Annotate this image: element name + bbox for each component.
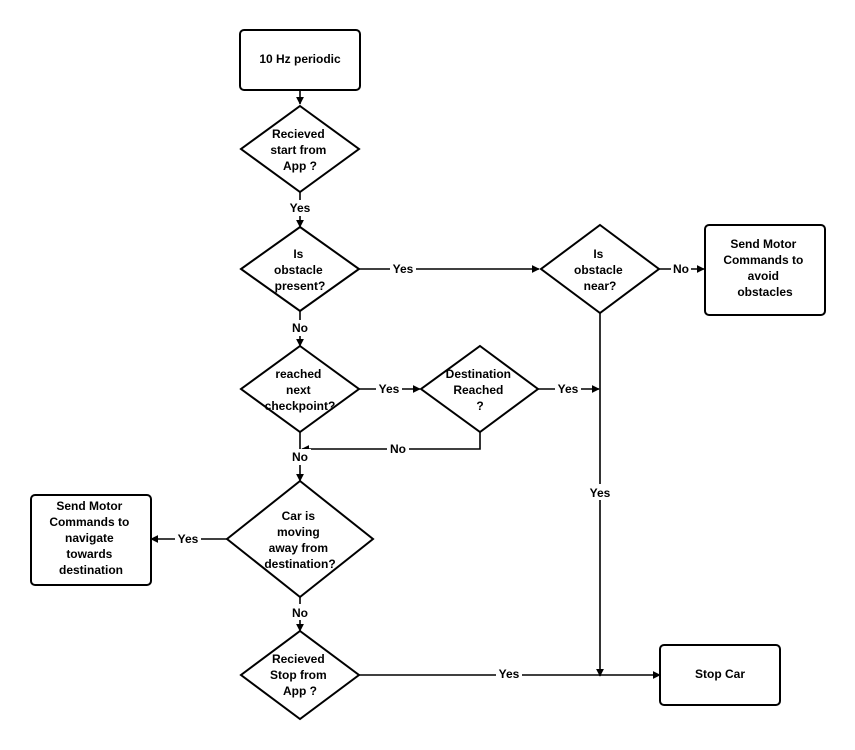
decision-destination-reached-label: Destination Reached ? bbox=[446, 367, 515, 413]
decision-obstacle-near: Is obstacle near? bbox=[539, 223, 661, 315]
decision-stop-app: Recieved Stop from App ? bbox=[239, 629, 361, 721]
edge-labels: Yes Yes No No Yes Yes No No Yes Yes No Y… bbox=[175, 200, 691, 682]
decision-checkpoint: reached next checkpoint? bbox=[239, 344, 361, 434]
decision-obstacle-present: Is obstacle present? bbox=[239, 225, 361, 313]
node-stop-car: Stop Car bbox=[659, 644, 781, 706]
decision-obstacle-near-label: Is obstacle near? bbox=[574, 247, 626, 293]
decision-moving-away: Car is moving away from destination? bbox=[225, 479, 375, 599]
node-stop-car-label: Stop Car bbox=[695, 667, 745, 681]
edge-label-moving-away-yes: Yes bbox=[178, 532, 199, 546]
decision-obstacle-present-label: Is obstacle present? bbox=[274, 247, 326, 293]
decision-moving-away-label: Car is moving away from destination? bbox=[264, 509, 335, 571]
edge-label-dest-reached-yes: Yes bbox=[558, 382, 579, 396]
node-avoid-obstacles: Send Motor Commands to avoid obstacles bbox=[704, 224, 826, 316]
edge-label-dest-reached-no: No bbox=[390, 442, 406, 456]
edge-label-checkpoint-yes: Yes bbox=[379, 382, 400, 396]
edge-label-obstacle-near-no: No bbox=[673, 262, 689, 276]
node-start: 10 Hz periodic bbox=[239, 29, 361, 91]
decision-start-app: Recieved start from App ? bbox=[239, 104, 361, 194]
edge-label-moving-away-no: No bbox=[292, 606, 308, 620]
edge-label-start-app-yes: Yes bbox=[290, 201, 311, 215]
edge-label-obstacle-present-no: No bbox=[292, 321, 308, 335]
node-avoid-obstacles-label: Send Motor Commands to avoid obstacles bbox=[723, 237, 806, 299]
edge-label-obstacle-present-yes: Yes bbox=[393, 262, 414, 276]
decision-stop-app-label: Recieved Stop from App ? bbox=[270, 652, 330, 698]
edge-label-near-to-stop-yes: Yes bbox=[590, 486, 611, 500]
decision-start-app-label: Recieved start from App ? bbox=[270, 127, 329, 173]
decision-destination-reached: Destination Reached ? bbox=[419, 344, 540, 434]
connectors bbox=[150, 90, 705, 679]
node-navigate-label: Send Motor Commands to navigate towards … bbox=[49, 499, 132, 577]
edge-label-checkpoint-no: No bbox=[292, 450, 308, 464]
node-navigate: Send Motor Commands to navigate towards … bbox=[30, 494, 152, 586]
edge-dest-reached-no bbox=[301, 432, 481, 453]
edge-label-stop-app-yes: Yes bbox=[499, 667, 520, 681]
node-start-label: 10 Hz periodic bbox=[259, 52, 341, 66]
decision-checkpoint-label: reached next checkpoint? bbox=[265, 367, 336, 413]
